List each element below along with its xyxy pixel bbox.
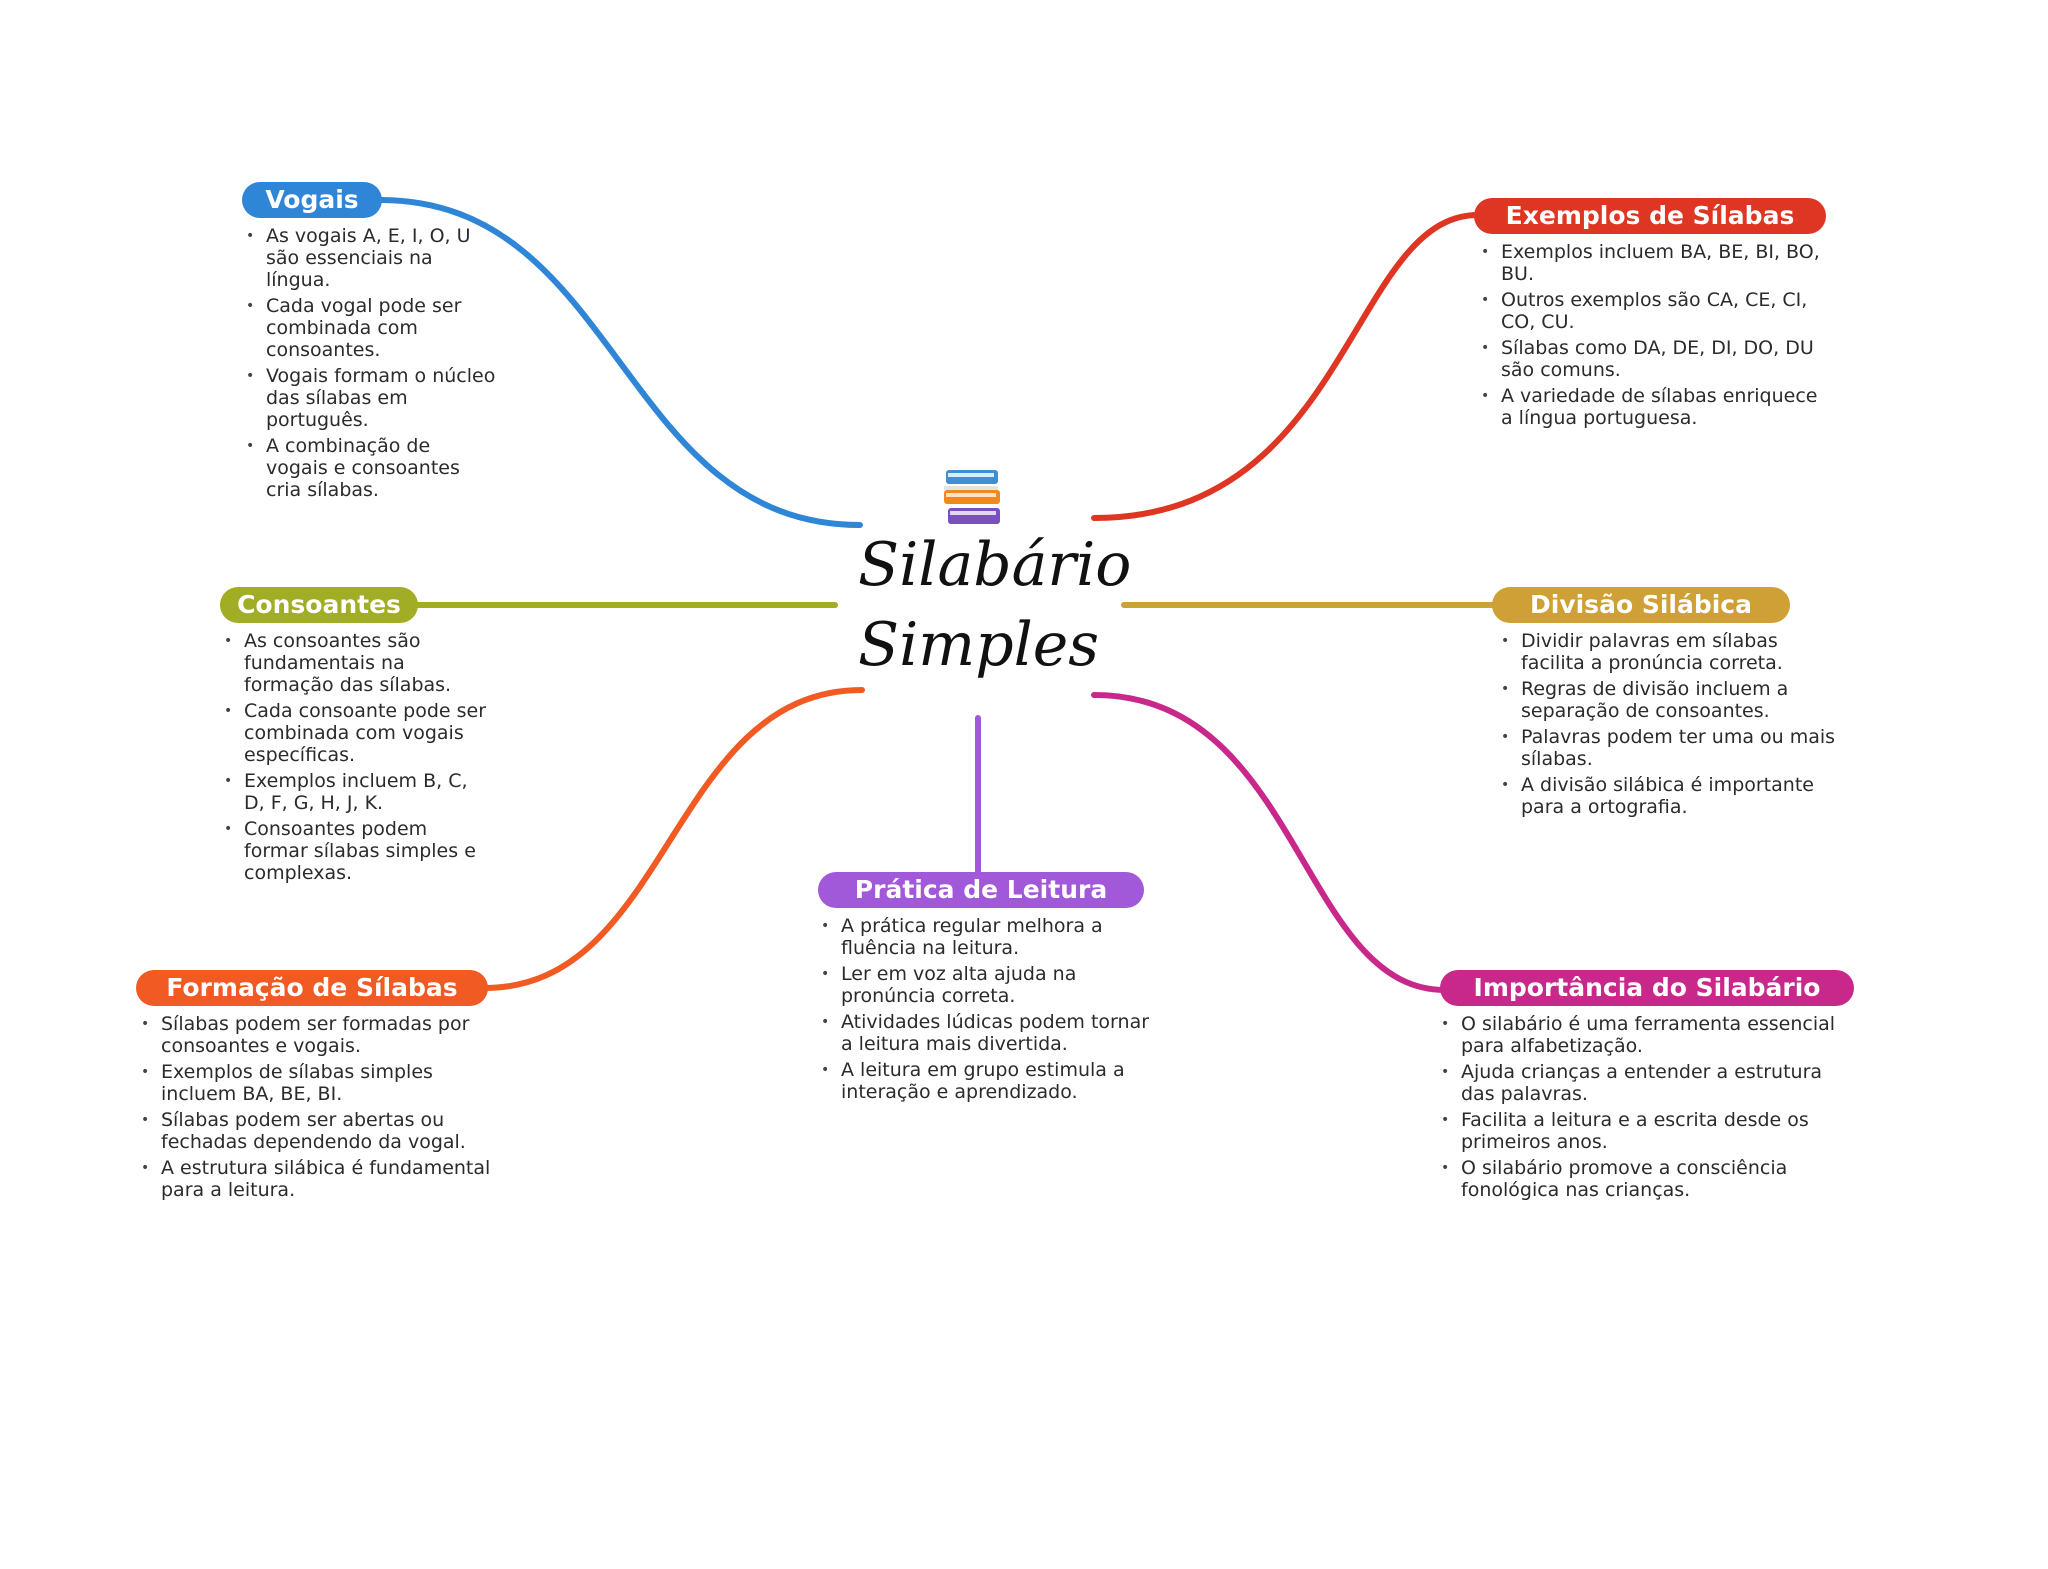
list-item: Sílabas podem ser formadas por consoante… bbox=[141, 1013, 511, 1057]
list-item: Vogais formam o núcleo das sílabas em po… bbox=[246, 365, 496, 431]
list-item: Cada vogal pode ser combinada com consoa… bbox=[246, 295, 496, 361]
list-item: Sílabas como DA, DE, DI, DO, DU são comu… bbox=[1481, 337, 1831, 381]
branch-list-divisao: Dividir palavras em sílabas facilita a p… bbox=[1496, 630, 1841, 822]
connector-vogais bbox=[377, 197, 863, 528]
branch-label-formacao[interactable]: Formação de Sílabas bbox=[136, 970, 488, 1006]
list-item: Atividades lúdicas podem tornar a leitur… bbox=[821, 1011, 1161, 1055]
list-item: Regras de divisão incluem a separação de… bbox=[1501, 678, 1841, 722]
list-item: Palavras podem ter uma ou mais sílabas. bbox=[1501, 726, 1841, 770]
branch-label-pratica[interactable]: Prática de Leitura bbox=[818, 872, 1144, 908]
list-item: O silabário promove a consciência fonoló… bbox=[1441, 1157, 1841, 1201]
branch-list-importancia: O silabário é uma ferramenta essencial p… bbox=[1436, 1013, 1841, 1205]
central-title: Silabário Simples bbox=[858, 530, 1132, 680]
branch-list-pratica: A prática regular melhora a fluência na … bbox=[816, 915, 1161, 1107]
branch-label-consoantes[interactable]: Consoantes bbox=[220, 587, 418, 623]
list-item: A variedade de sílabas enriquece a língu… bbox=[1481, 385, 1831, 429]
list-item: Facilita a leitura e a escrita desde os … bbox=[1441, 1109, 1841, 1153]
list-item: Dividir palavras em sílabas facilita a p… bbox=[1501, 630, 1841, 674]
branch-list-exemplos: Exemplos incluem BA, BE, BI, BO, BU. Out… bbox=[1476, 241, 1831, 433]
list-item: A divisão silábica é importante para a o… bbox=[1501, 774, 1841, 818]
branch-label-vogais[interactable]: Vogais bbox=[242, 182, 382, 218]
branch-list-vogais: As vogais A, E, I, O, U são essenciais n… bbox=[241, 225, 496, 505]
list-item: Ajuda crianças a entender a estrutura da… bbox=[1441, 1061, 1841, 1105]
list-item: As vogais A, E, I, O, U são essenciais n… bbox=[246, 225, 496, 291]
connector-formacao bbox=[482, 687, 865, 991]
branch-label-divisao[interactable]: Divisão Silábica bbox=[1492, 587, 1790, 623]
branch-list-formacao: Sílabas podem ser formadas por consoante… bbox=[136, 1013, 511, 1205]
list-item: Exemplos incluem BA, BE, BI, BO, BU. bbox=[1481, 241, 1831, 285]
branch-label-importancia[interactable]: Importância do Silabário bbox=[1440, 970, 1854, 1006]
branch-list-consoantes: As consoantes são fundamentais na formaç… bbox=[219, 630, 494, 888]
list-item: Consoantes podem formar sílabas simples … bbox=[224, 818, 494, 884]
branch-label-exemplos[interactable]: Exemplos de Sílabas bbox=[1474, 198, 1826, 234]
books-icon bbox=[944, 470, 1000, 524]
list-item: Cada consoante pode ser combinada com vo… bbox=[224, 700, 494, 766]
list-item: Sílabas podem ser abertas ou fechadas de… bbox=[141, 1109, 511, 1153]
list-item: Exemplos de sílabas simples incluem BA, … bbox=[141, 1061, 511, 1105]
list-item: A leitura em grupo estimula a interação … bbox=[821, 1059, 1161, 1103]
list-item: A combinação de vogais e consoantes cria… bbox=[246, 435, 496, 501]
list-item: A prática regular melhora a fluência na … bbox=[821, 915, 1161, 959]
list-item: O silabário é uma ferramenta essencial p… bbox=[1441, 1013, 1841, 1057]
connector-exemplos bbox=[1091, 212, 1481, 521]
list-item: Outros exemplos são CA, CE, CI, CO, CU. bbox=[1481, 289, 1831, 333]
list-item: Exemplos incluem B, C, D, F, G, H, J, K. bbox=[224, 770, 494, 814]
list-item: As consoantes são fundamentais na formaç… bbox=[224, 630, 494, 696]
list-item: Ler em voz alta ajuda na pronúncia corre… bbox=[821, 963, 1161, 1007]
connector-importancia bbox=[1091, 692, 1448, 993]
list-item: A estrutura silábica é fundamental para … bbox=[141, 1157, 511, 1201]
